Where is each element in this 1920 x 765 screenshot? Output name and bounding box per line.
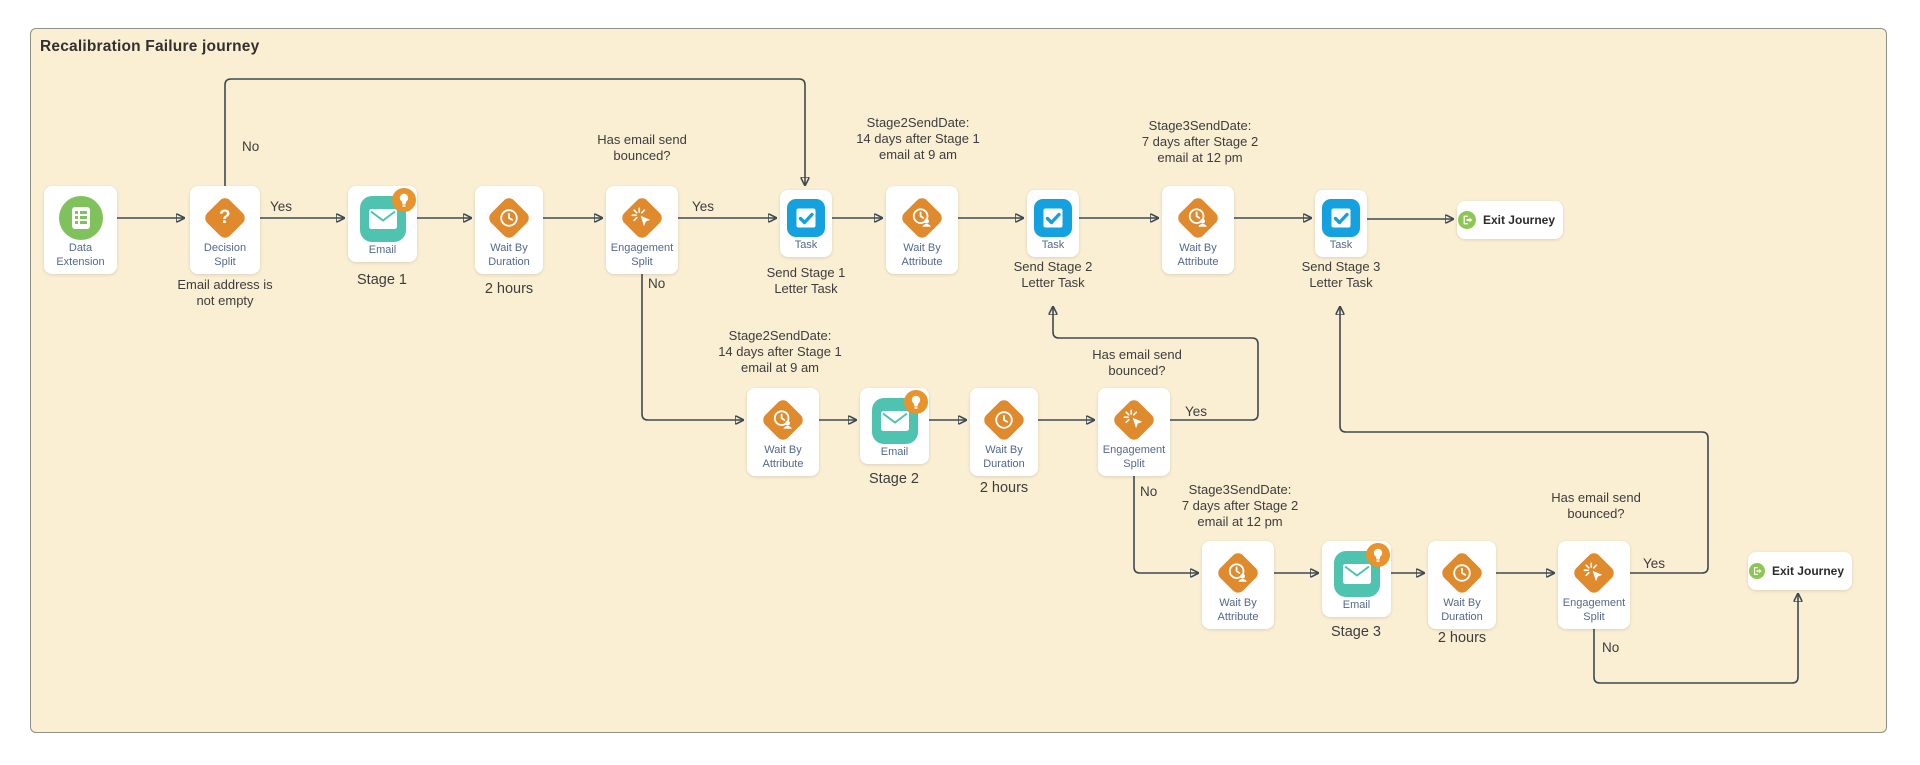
node-wait-by-attribute-1[interactable]: Wait By Attribute [886, 186, 958, 274]
caption-2-hours-3[interactable]: 2 hours [1437, 630, 1487, 646]
node-task-1[interactable]: Task [780, 190, 832, 257]
node-data-extension[interactable]: Data Extension [44, 186, 117, 274]
clock-person-icon [1175, 195, 1221, 241]
node-label: Task [1041, 239, 1065, 251]
clock-icon [981, 397, 1027, 443]
node-wait-by-attribute-3[interactable]: Wait By Attribute [747, 388, 819, 476]
edge-label-no-engsplit1[interactable]: No [648, 276, 666, 291]
node-label: Exit Journey [1771, 564, 1844, 578]
diagram-title: Recalibration Failure journey [40, 38, 260, 55]
node-engagement-split-2[interactable]: Engagement Split [1098, 388, 1170, 476]
node-wait-by-duration-2[interactable]: Wait By Duration [970, 388, 1038, 476]
caption-2-hours-1[interactable]: 2 hours [484, 281, 534, 297]
node-label: Task [1329, 239, 1353, 251]
node-label: Engagement Split [1562, 597, 1626, 623]
node-decision-split[interactable]: ? Decision Split [190, 186, 260, 274]
edge-label-yes-engsplit3[interactable]: Yes [1643, 556, 1666, 571]
clock-person-icon [760, 397, 806, 443]
node-engagement-split-3[interactable]: Engagement Split [1558, 541, 1630, 629]
node-label: Wait By Attribute [1217, 597, 1259, 623]
caption-decision-criteria[interactable]: Email address is not empty [177, 277, 273, 308]
caption-stage-2[interactable]: Stage 2 [869, 471, 919, 487]
node-label: Wait By Attribute [901, 242, 943, 268]
node-label: Exit Journey [1482, 213, 1555, 227]
node-wait-by-attribute-4[interactable]: Wait By Attribute [1202, 541, 1274, 629]
lightbulb-badge-icon [1365, 543, 1390, 567]
decision-split-icon: ? [202, 195, 248, 241]
caption-send-stage-2-task[interactable]: Send Stage 2 Letter Task [1013, 259, 1093, 290]
edge-label-no-engsplit2[interactable]: No [1140, 484, 1158, 499]
task-check-icon [787, 199, 825, 237]
node-wait-by-duration-1[interactable]: Wait By Duration [475, 186, 543, 274]
node-label: Email [880, 446, 909, 458]
task-check-icon [1322, 199, 1360, 237]
edge-label-no-engsplit3[interactable]: No [1602, 640, 1620, 655]
clock-person-icon [1215, 550, 1261, 596]
edge-label-no-decision[interactable]: No [242, 139, 260, 154]
caption-stage3-send-date-mid[interactable]: Stage3SendDate: 7 days after Stage 2 ema… [1181, 482, 1299, 529]
caption-stage2-send-date-mid[interactable]: Stage2SendDate: 14 days after Stage 1 em… [718, 328, 842, 375]
exit-journey-icon [1458, 211, 1476, 229]
click-cursor-icon [1571, 550, 1617, 596]
caption-send-stage-1-task[interactable]: Send Stage 1 Letter Task [766, 265, 846, 296]
edge-label-yes-engsplit1[interactable]: Yes [692, 199, 715, 214]
question-mark-glyph: ? [219, 206, 231, 228]
node-label: Email [368, 244, 397, 256]
node-engagement-split-1[interactable]: Engagement Split [606, 186, 678, 274]
node-email-stage2[interactable]: Email [860, 388, 929, 464]
node-task-3[interactable]: Task [1315, 190, 1367, 257]
node-label: Task [794, 239, 818, 251]
node-label: Wait By Duration [1441, 597, 1483, 623]
edge-label-yes-decision[interactable]: Yes [270, 199, 293, 214]
caption-send-stage-3-task[interactable]: Send Stage 3 Letter Task [1301, 259, 1381, 290]
clock-person-icon [899, 195, 945, 241]
node-label: Data Extension [56, 242, 105, 268]
exit-journey-icon [1749, 563, 1765, 579]
node-label: Email [1342, 599, 1371, 611]
caption-bounced-1[interactable]: Has email send bounced? [597, 132, 687, 163]
caption-stage-3[interactable]: Stage 3 [1331, 624, 1381, 640]
node-wait-by-duration-3[interactable]: Wait By Duration [1428, 541, 1496, 629]
data-extension-icon [58, 196, 103, 240]
click-cursor-icon [619, 195, 665, 241]
caption-stage-1[interactable]: Stage 1 [357, 272, 407, 288]
click-cursor-icon [1111, 397, 1157, 443]
caption-stage2-send-date-top[interactable]: Stage2SendDate: 14 days after Stage 1 em… [856, 115, 980, 162]
node-exit-journey-1[interactable]: Exit Journey [1457, 201, 1563, 239]
node-email-stage1[interactable]: Email [348, 186, 417, 262]
node-label: Wait By Duration [983, 444, 1025, 470]
node-exit-journey-2[interactable]: Exit Journey [1748, 552, 1852, 590]
node-label: Wait By Duration [488, 242, 530, 268]
caption-bounced-3[interactable]: Has email send bounced? [1551, 490, 1641, 521]
task-check-icon [1034, 199, 1072, 237]
lightbulb-badge-icon [903, 390, 928, 414]
node-label: Wait By Attribute [762, 444, 804, 470]
edge-label-yes-engsplit2[interactable]: Yes [1185, 404, 1208, 419]
node-label: Engagement Split [1102, 444, 1166, 470]
caption-2-hours-2[interactable]: 2 hours [979, 480, 1029, 496]
node-label: Engagement Split [610, 242, 674, 268]
lightbulb-badge-icon [391, 188, 416, 212]
caption-bounced-2[interactable]: Has email send bounced? [1092, 347, 1182, 378]
node-label: Decision Split [203, 242, 247, 268]
node-email-stage3[interactable]: Email [1322, 541, 1391, 617]
clock-icon [486, 195, 532, 241]
clock-icon [1439, 550, 1485, 596]
caption-stage3-send-date-top[interactable]: Stage3SendDate: 7 days after Stage 2 ema… [1141, 118, 1259, 165]
node-wait-by-attribute-2[interactable]: Wait By Attribute [1162, 186, 1234, 274]
node-task-2[interactable]: Task [1027, 190, 1079, 257]
node-label: Wait By Attribute [1177, 242, 1219, 268]
